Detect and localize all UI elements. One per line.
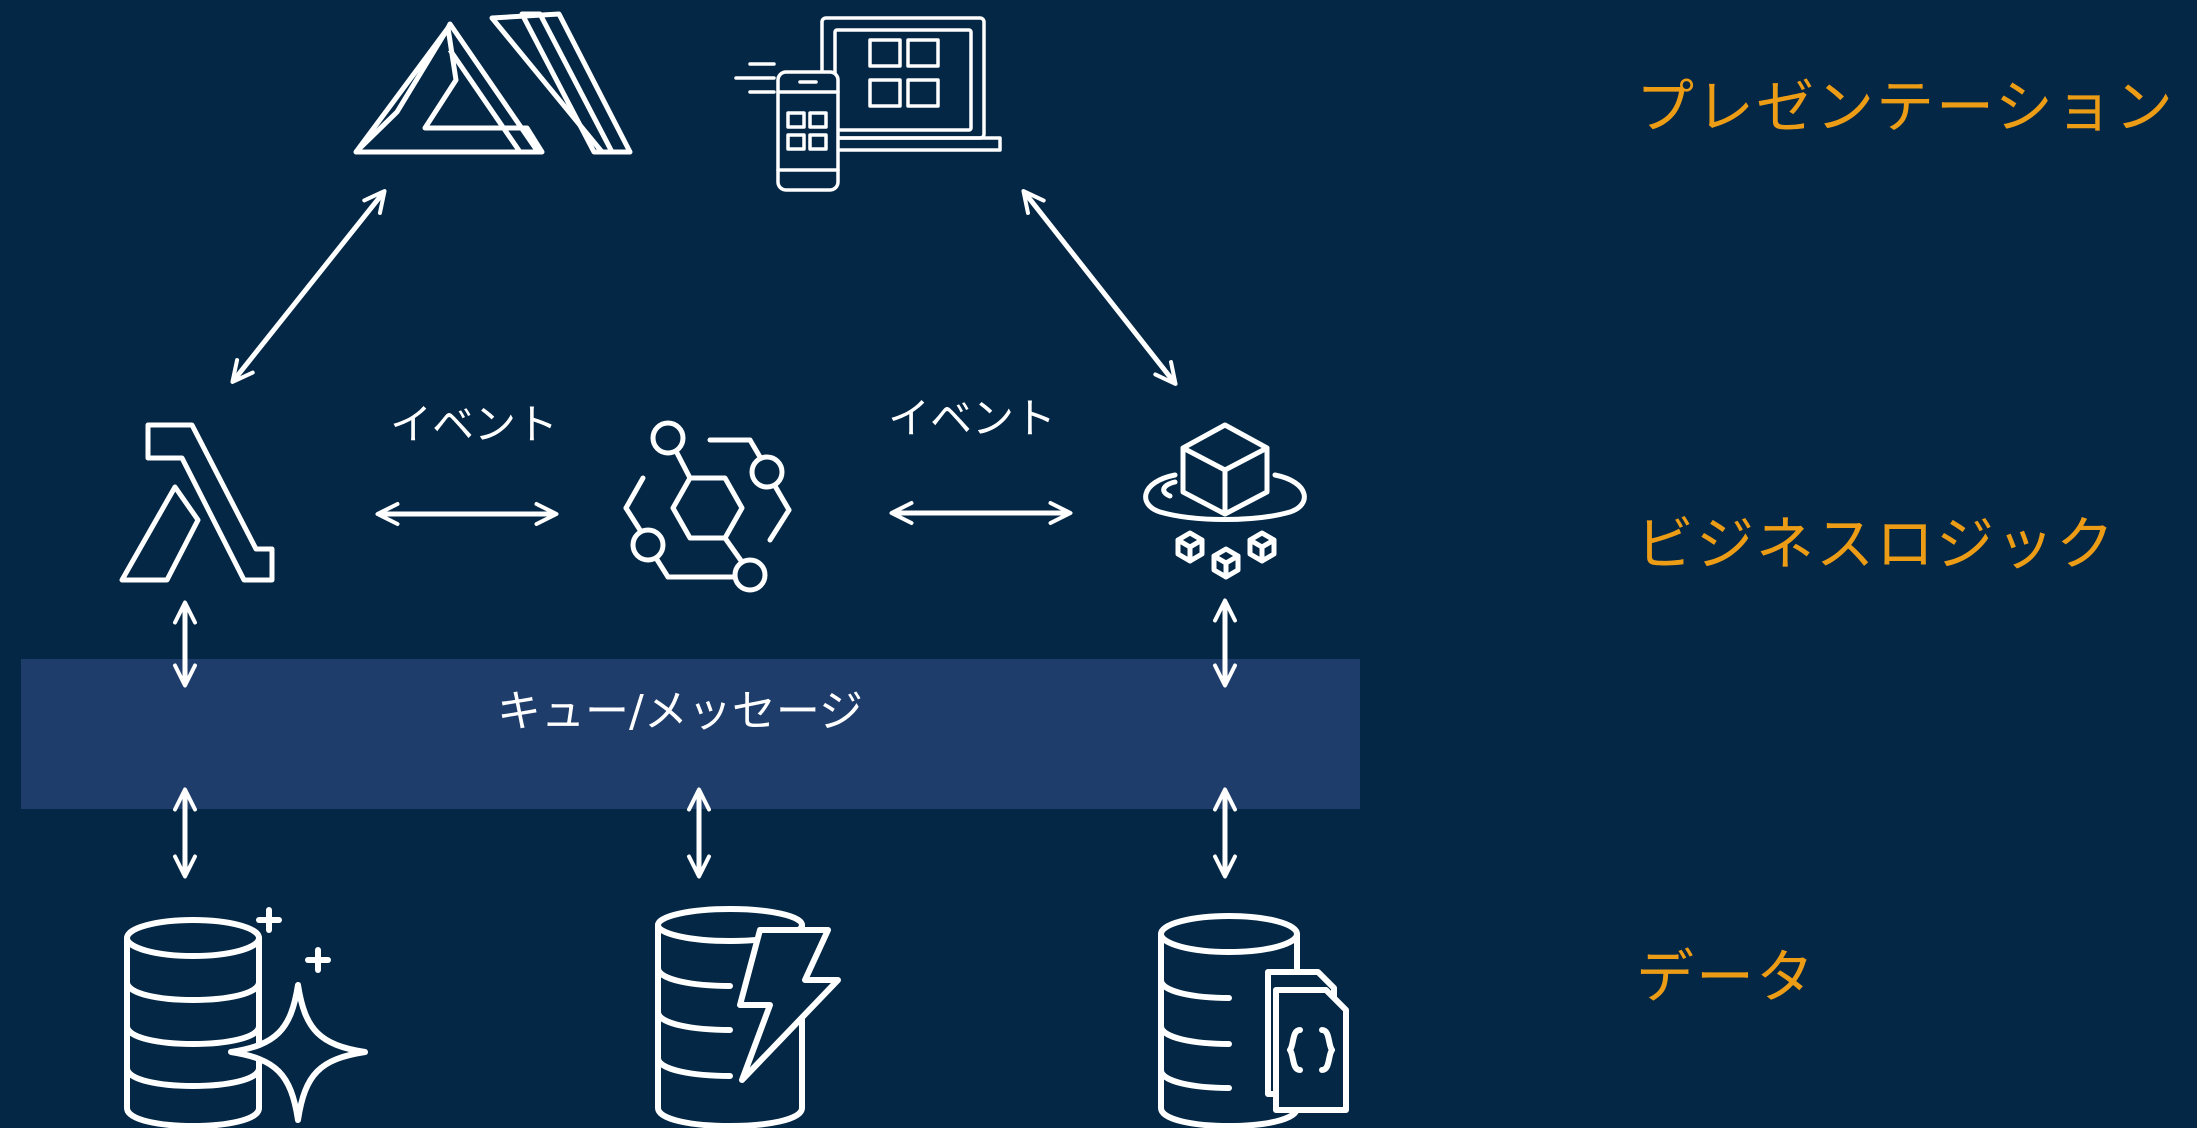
event-label-left: イベント <box>390 400 559 449</box>
lambda-icon <box>119 422 275 583</box>
aurora-database-icon <box>124 907 368 1128</box>
documentdb-icon <box>1158 913 1349 1128</box>
event-label-right: イベント <box>888 394 1057 443</box>
queue-message-label: キュー/メッセージ <box>497 686 863 737</box>
fargate-container-icon <box>1143 422 1307 580</box>
eventbridge-icon <box>623 420 792 593</box>
layer-label-data: データ <box>1636 943 1817 1011</box>
layer-label-business-logic: ビジネスロジック <box>1636 510 2117 578</box>
amplify-icon <box>353 11 633 155</box>
arrow-amplify-lambda <box>230 189 387 384</box>
layer-label-presentation: プレゼンテーション <box>1636 73 2175 141</box>
web-mobile-client-icon <box>734 16 1002 192</box>
arrow-client-fargate <box>1021 189 1178 386</box>
queue-message-band <box>21 659 1360 809</box>
dynamodb-icon <box>655 906 841 1128</box>
